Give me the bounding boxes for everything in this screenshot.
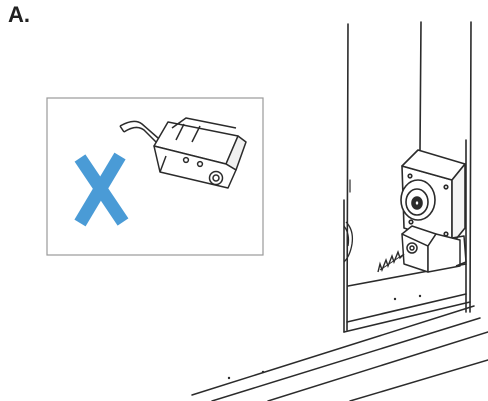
x-mark-icon (74, 152, 129, 227)
inset-incorrect-example (46, 97, 264, 256)
cabinet-housing (343, 21, 472, 333)
step-label: A. (8, 2, 30, 27)
coil-spring (377, 249, 405, 273)
mounting-bracket (401, 225, 467, 273)
side-port (343, 221, 354, 263)
floor-rail (191, 305, 488, 401)
door-switch (400, 149, 466, 245)
rail-dots (227, 294, 422, 380)
inset-bracket (119, 117, 247, 189)
